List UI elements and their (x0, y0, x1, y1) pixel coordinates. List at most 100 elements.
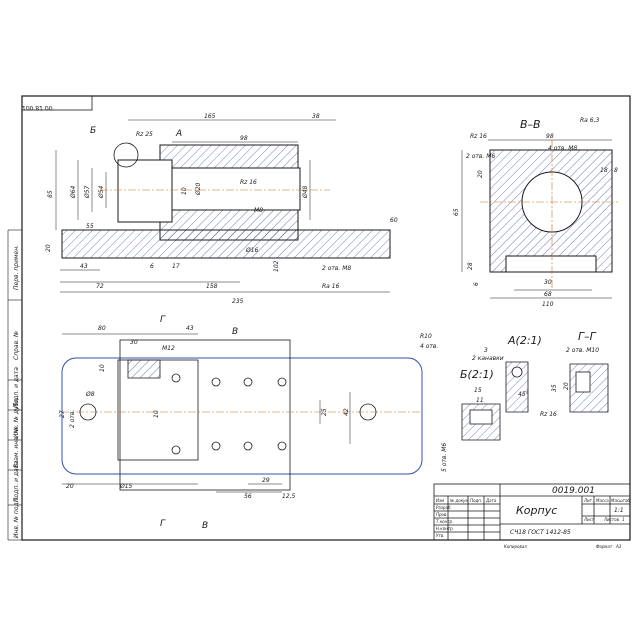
plan-note-r: 4 отв. (420, 343, 438, 350)
main-dim-20b: 20 (45, 244, 52, 252)
detail-b-l2: 11 (476, 397, 484, 404)
plan-dim-m12: М12 (162, 345, 175, 352)
detail-a-l2: 2 канавки (472, 355, 504, 362)
detail-a-rz: Rz 16 (540, 411, 557, 418)
detail-b-slot (469, 409, 493, 425)
plan-body (119, 339, 291, 491)
detail-g-holes: 2 отв. М10 (566, 347, 599, 354)
detail-a-groove (511, 366, 523, 378)
side-label-4: Инв. № дубл. (13, 397, 20, 438)
title-row-col-2: Дата (485, 498, 497, 503)
side-label-5: Взам. инв. № (13, 427, 20, 468)
main-dim-17: 17 (172, 263, 180, 270)
section-dim-110: 110 (542, 301, 554, 308)
detail-a-l3: 45° (518, 391, 529, 398)
plan-dim-d15: Ø15 (119, 483, 133, 490)
title-sheets-value: 1 (622, 517, 625, 522)
plan-dim-20: 20 (66, 483, 74, 490)
detail-b-title: Б(2:1) (460, 368, 494, 381)
detail-g (569, 363, 609, 413)
main-dim-85: 85 (47, 190, 54, 198)
plan-cut-hatch (127, 359, 161, 379)
detail-g-l1: 20 (563, 382, 570, 390)
main-rz16: Rz 16 (240, 179, 257, 186)
plan-dim-ctr: 2 отв. (69, 410, 76, 428)
section-dim-6: 6 (473, 282, 480, 286)
section-dim-68: 68 (544, 291, 552, 298)
plan-cut-v-bottom: В (202, 521, 208, 531)
main-dim-235: 235 (232, 298, 244, 305)
side-label-3: Подп. и дата (13, 367, 20, 408)
main-bore (171, 167, 301, 211)
main-dim-43: 43 (80, 263, 88, 270)
main-body-base (61, 229, 391, 259)
main-ra16: Ra 16 (322, 283, 340, 290)
side-label-2: Справ. № (13, 331, 20, 360)
main-dim-158: 158 (206, 283, 218, 290)
main-mark-a: А (175, 129, 182, 139)
plan-hole-1 (171, 373, 181, 383)
main-dim-64: Ø64 (70, 185, 77, 199)
stamp-box (21, 95, 93, 111)
side-label-6: Подп. и дата (13, 461, 20, 502)
title-block (433, 483, 631, 541)
plan-dim-43: 43 (186, 325, 194, 332)
title-format-value: А3 (615, 544, 622, 549)
main-boss (117, 159, 173, 223)
title-format: Формат (596, 544, 613, 549)
title-row-2: Пров. (436, 512, 448, 517)
title-row-col-1: Подп. (470, 498, 482, 503)
main-holes: 2 отв. М8 (322, 265, 351, 272)
plan-dim-80: 80 (98, 325, 106, 332)
main-mark-b: Б (90, 126, 96, 136)
section-roughness: Ra 6,3 (580, 117, 599, 124)
plan-hole-7 (243, 441, 253, 451)
side-strip (7, 229, 22, 541)
detail-a (505, 361, 529, 413)
plan-dim-125: 12,5 (282, 493, 296, 500)
detail-a-title: А(2:1) (507, 334, 542, 347)
main-dim-38: 38 (312, 113, 320, 120)
detail-g-title: Г–Г (578, 330, 597, 343)
section-dim-28: 28 (467, 262, 474, 270)
section-dim-20: 20 (477, 170, 484, 178)
plan-hole-right (359, 403, 377, 421)
title-row-5: Утв. (436, 533, 444, 538)
main-dim-57: Ø57 (84, 185, 91, 199)
title-row-col-0: № докум. (449, 498, 470, 503)
main-rz25: Rz 25 (136, 131, 153, 138)
main-dim-55: 55 (86, 223, 94, 230)
main-dim-10: 10 (181, 187, 188, 195)
section-holes: 4 отв. М8 (548, 145, 577, 152)
detail-g-hole (575, 371, 591, 393)
title-col-scale: Масштаб (611, 498, 631, 503)
side-label-7: Инв. № подл. (13, 497, 20, 538)
section-rz16: Rz 16 (470, 133, 487, 140)
main-dim-102: 102 (273, 260, 280, 272)
title-copied: Копировал (504, 544, 527, 549)
plan-cut-v-top: В (232, 327, 238, 337)
plan-hole-5 (277, 377, 287, 387)
plan-hole-3 (211, 377, 221, 387)
detail-g-l2: 35 (551, 384, 558, 392)
plan-dim-42: 42 (343, 408, 350, 416)
title-col-sheet: Лист (583, 517, 595, 522)
plan-dim-25: 25 (321, 408, 328, 416)
plan-dim-10: 10 (99, 364, 106, 372)
title-col-sheets: Листов (603, 517, 620, 522)
main-view (55, 119, 391, 293)
section-holes2: 2 отв. М6 (466, 153, 495, 160)
title-col-lit: Лит. (583, 498, 593, 503)
plan-hole-6 (211, 441, 221, 451)
plan-cut-g-top: Г (160, 315, 166, 325)
main-dim-72: 72 (96, 283, 104, 290)
title-row-1: Разраб. (436, 505, 452, 510)
title-col-mass: Масса (596, 498, 609, 503)
detail-b-l1: 15 (474, 387, 482, 394)
main-dim-d16: Ø16 (245, 247, 259, 254)
main-dim-m8: М8 (254, 207, 263, 214)
plan-base (61, 357, 423, 475)
main-dim-6: 6 (150, 263, 154, 270)
side-label-1: Перв. примен. (13, 245, 20, 290)
